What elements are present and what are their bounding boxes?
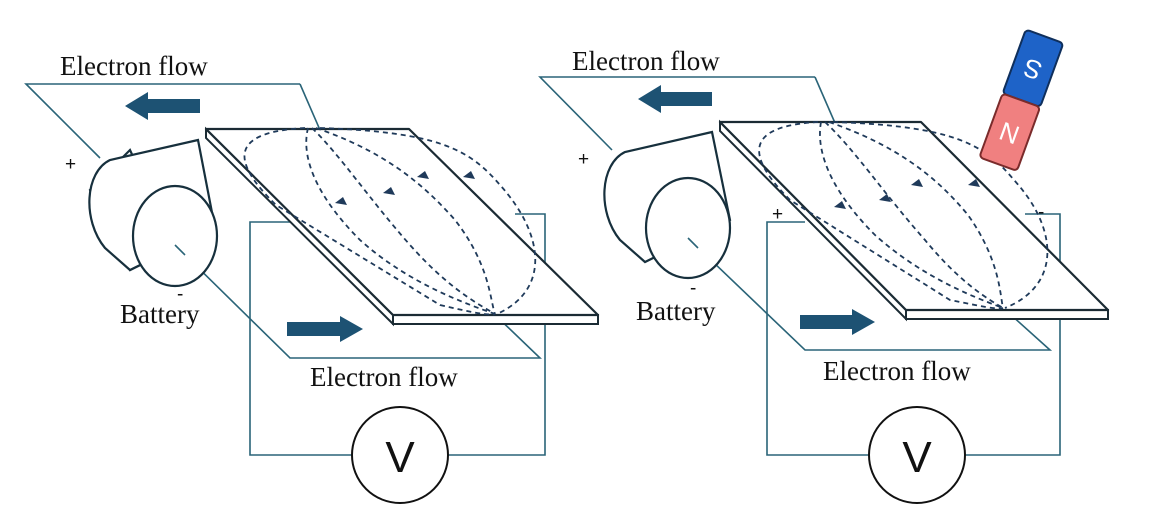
left-panel: V Electron flow Electron flow Battery + … bbox=[24, 51, 600, 504]
left-battery-plus: + bbox=[65, 154, 76, 175]
left-voltmeter bbox=[351, 406, 449, 504]
right-wire-top-entry bbox=[814, 76, 836, 124]
right-battery bbox=[603, 130, 732, 280]
left-battery bbox=[88, 138, 219, 288]
right-bottom-flow-label: Electron flow bbox=[823, 356, 971, 386]
right-battery-plus: + bbox=[578, 149, 589, 170]
right-top-flow-arrow bbox=[638, 85, 712, 113]
right-battery-minus: - bbox=[690, 278, 696, 299]
right-battery-circuit-wire bbox=[538, 76, 1053, 351]
left-wire-top-entry bbox=[299, 83, 321, 131]
left-plate-edge bbox=[392, 314, 599, 325]
right-plate-minus: - bbox=[1038, 202, 1044, 223]
right-voltmeter-circuit-wire bbox=[766, 213, 1061, 456]
right-bottom-flow-arrow bbox=[800, 309, 875, 335]
left-top-flow-label: Electron flow bbox=[60, 51, 208, 81]
left-battery-minus: - bbox=[177, 284, 183, 305]
left-current-lines bbox=[243, 127, 537, 316]
left-bottom-flow-arrow bbox=[287, 316, 363, 342]
right-panel: S N V Electron flow Electron flow Batter… bbox=[538, 29, 1110, 504]
right-battery-label: Battery bbox=[636, 296, 716, 326]
right-voltmeter-label: V bbox=[902, 433, 932, 482]
left-voltmeter-label: V bbox=[385, 433, 415, 482]
left-battery-circuit-wire bbox=[24, 83, 542, 359]
bar-magnet: S N bbox=[979, 29, 1064, 171]
left-bottom-flow-label: Electron flow bbox=[310, 362, 458, 392]
right-plate-edge bbox=[905, 309, 1109, 320]
right-current-lines bbox=[758, 121, 1049, 310]
magnet-north-pole bbox=[979, 93, 1041, 171]
right-voltmeter bbox=[868, 406, 966, 504]
left-field-arrows bbox=[335, 171, 475, 205]
right-plate-plus: + bbox=[772, 204, 783, 225]
right-field-arrows bbox=[834, 179, 980, 209]
left-voltmeter-circuit-wire bbox=[249, 213, 546, 456]
left-top-flow-arrow bbox=[125, 92, 200, 120]
right-top-flow-label: Electron flow bbox=[572, 46, 720, 76]
left-battery-label: Battery bbox=[120, 299, 200, 329]
